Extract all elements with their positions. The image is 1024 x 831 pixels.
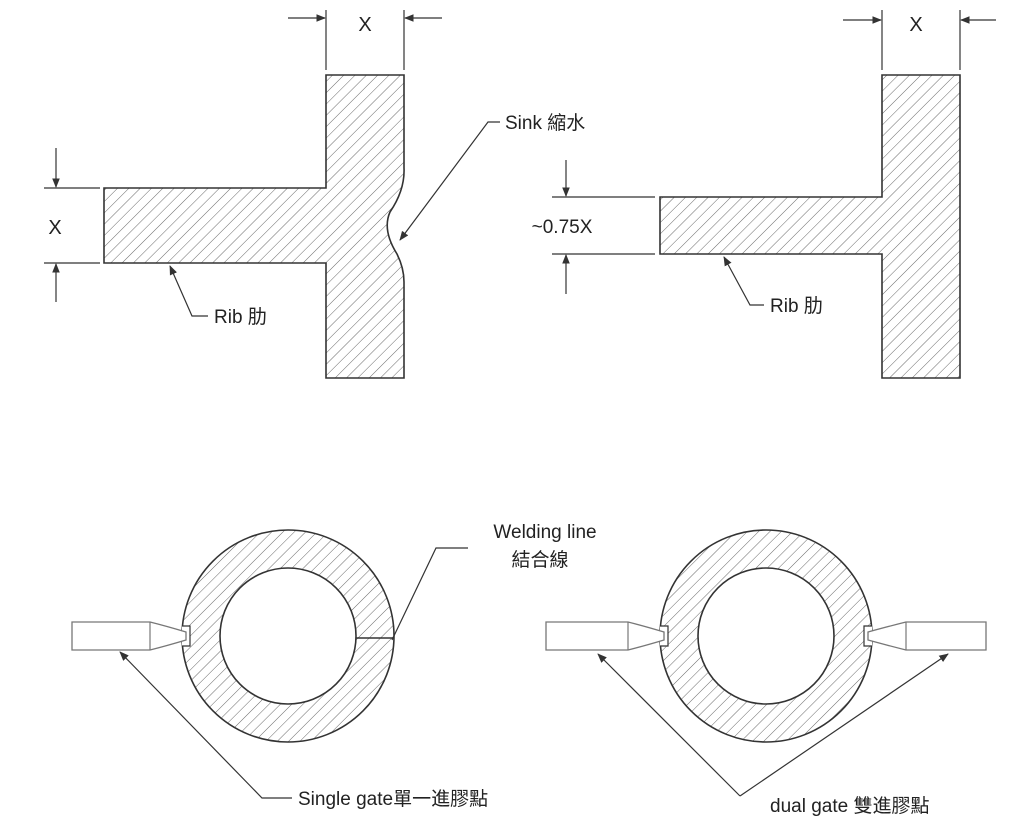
dim-label-left: X xyxy=(48,217,61,239)
sink-leader-line xyxy=(399,121,500,241)
dim-label-top: X xyxy=(358,14,371,36)
rib-leader-line xyxy=(169,265,208,317)
weld-label-line1: Welding line xyxy=(493,522,596,543)
thick-rib-cross-section xyxy=(103,74,405,379)
ring-inner-hole xyxy=(697,567,835,705)
thin-rib-section: X ~0.75X Rib 肋 xyxy=(532,10,996,379)
dual-gate-label: dual gate 雙進膠點 xyxy=(770,795,929,817)
rib-label: Rib 肋 xyxy=(214,306,267,328)
weld-leader-line xyxy=(391,547,468,641)
thin-rib-cross-section xyxy=(659,74,961,379)
dim-label-left: ~0.75X xyxy=(532,217,593,238)
single-gate-label: Single gate單一進膠點 xyxy=(298,788,488,810)
rib-leader-line xyxy=(723,256,764,306)
gate-runner-left xyxy=(545,621,665,651)
rib-with-sink-section: X X Sink 縮水 Rib 肋 xyxy=(44,10,585,379)
ring-inner-hole xyxy=(219,567,357,705)
gate-runner-right xyxy=(867,621,987,651)
dual-gate-ring-section: dual gate 雙進膠點 xyxy=(545,529,987,817)
dim-label-top: X xyxy=(909,14,922,36)
single-gate-ring-section: Welding line 結合線 Single gate單一進膠點 xyxy=(71,522,597,810)
sink-label: Sink 縮水 xyxy=(505,112,585,134)
gate-leader-line xyxy=(119,651,292,799)
gate-leader-line-left xyxy=(597,653,741,797)
gate-runner xyxy=(71,621,187,651)
weld-label-line2: 結合線 xyxy=(511,549,568,571)
rib-label: Rib 肋 xyxy=(770,295,823,317)
gate-leader-line-right xyxy=(739,653,949,797)
